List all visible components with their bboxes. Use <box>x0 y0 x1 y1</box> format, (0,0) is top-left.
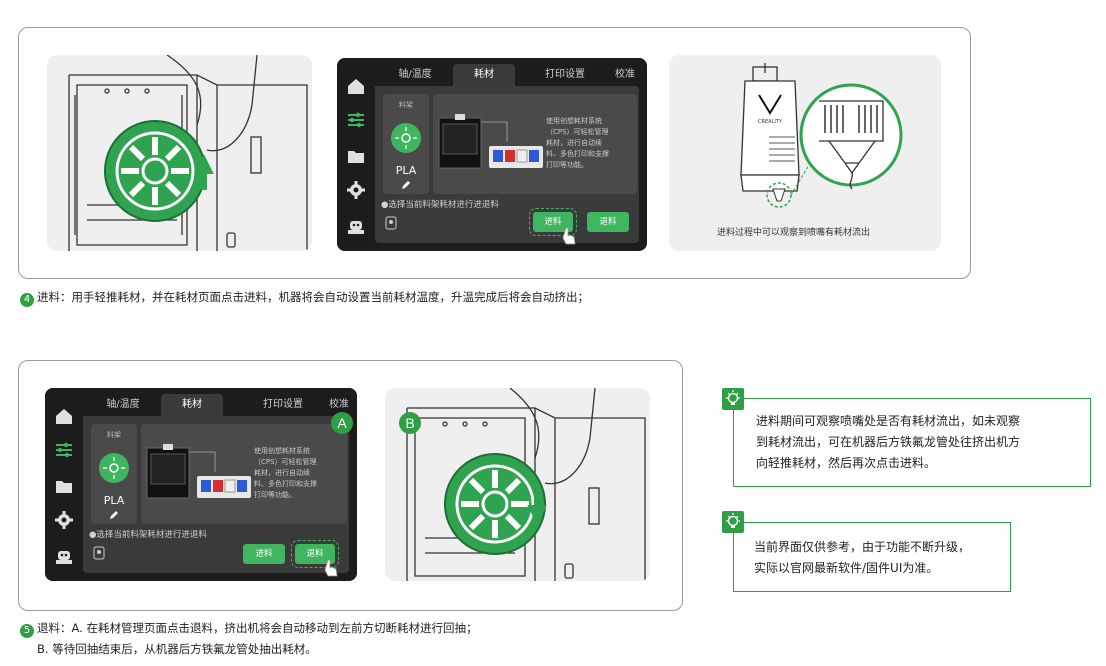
nozzle-illustration: CREALITY 进料过程中可以观察到喷嘴有耗材流出 <box>669 55 941 251</box>
load-button[interactable]: 进料 <box>243 544 285 564</box>
step4-number: 4 <box>20 293 34 307</box>
rack-slot[interactable]: 料架 PLA <box>91 424 137 524</box>
rack-slot[interactable]: 料架 PLA <box>383 94 429 194</box>
tab-axis-temp[interactable]: 轴/温度 <box>398 69 432 80</box>
cps-info-panel: 使用创想耗材系统 （CPS）可轻松管理 耗材，进行自动续 料、多色打印和支撑 打… <box>433 94 637 194</box>
edit-icon[interactable] <box>109 510 119 520</box>
robot-icon[interactable] <box>346 216 366 236</box>
screen-content: 料架 PLA 使用创想耗材系统 （CPS）可轻松管理 耗材，进行自动续 <box>83 416 349 577</box>
spool-icon <box>391 123 421 153</box>
badge-b: B <box>399 412 421 434</box>
tag-icon[interactable] <box>385 216 397 230</box>
sliders-icon[interactable] <box>54 440 74 460</box>
cps-printer-image <box>438 114 543 169</box>
step5-number: 5 <box>20 624 34 638</box>
select-hint: ●选择当前料架耗材进行进退料 <box>381 200 499 210</box>
folder-icon[interactable] <box>54 476 74 496</box>
tap-hand-icon <box>562 227 576 245</box>
cps-printer-image <box>146 444 251 499</box>
printer-pull-filament-drawing <box>406 388 646 581</box>
nozzle-note: 进料过程中可以观察到喷嘴有耗材流出 <box>717 228 871 238</box>
step5-caption-line2: B. 等待回抽结束后，从机器后方铁氟龙管处抽出耗材。 <box>37 642 317 656</box>
cps-text: 使用创想耗材系统 （CPS）可轻松管理 耗材，进行自动续 料、多色打印和支撑 打… <box>254 447 317 499</box>
home-icon[interactable] <box>346 76 366 96</box>
screen-tabs: 轴/温度 耗材 打印设置 校准 <box>375 58 647 88</box>
sliders-icon[interactable] <box>346 110 366 130</box>
tab-filament[interactable]: 耗材 <box>161 394 223 416</box>
lightbulb-icon <box>722 388 744 410</box>
gear-icon[interactable] <box>54 510 74 530</box>
screen-tabs: 轴/温度 耗材 打印设置 校准 <box>83 388 357 418</box>
screen-sidebar <box>45 388 83 581</box>
select-hint: ●选择当前料架耗材进行进退料 <box>89 530 207 540</box>
extruder-drawing: CREALITY <box>740 63 903 208</box>
step5-caption-line1: 退料：A. 在耗材管理页面点击退料，挤出机将会自动移动到左前方切断耗材进行回抽； <box>37 621 478 635</box>
screen-sidebar <box>337 58 375 251</box>
material-type: PLA <box>395 164 417 177</box>
rack-label: 料架 <box>399 101 413 109</box>
tip-box-1: 进料期间可观察喷嘴处是否有耗材流出，如未观察 到耗材流出，可在机器后方铁氟龙管处… <box>733 398 1091 487</box>
folder-icon[interactable] <box>346 146 366 166</box>
screen-content: 料架 PLA 使用创想耗材系统 （CPS）可轻松管理 耗材，进行自动续 <box>375 86 639 245</box>
robot-icon[interactable] <box>54 546 74 566</box>
printer-push-filament-drawing <box>68 55 308 251</box>
tab-calibration[interactable]: 校准 <box>329 399 349 410</box>
tip-1-text: 进料期间可观察喷嘴处是否有耗材流出，如未观察 到耗材流出，可在机器后方铁氟龙管处… <box>756 414 1021 470</box>
tab-print-settings[interactable]: 打印设置 <box>263 399 303 410</box>
tab-print-settings[interactable]: 打印设置 <box>545 69 585 80</box>
tab-filament[interactable]: 耗材 <box>453 64 515 86</box>
tag-icon[interactable] <box>93 546 105 560</box>
printer-screen-unload: 轴/温度 耗材 打印设置 校准 料架 PLA 使用创想耗材系统 <box>45 388 357 581</box>
tab-calibration[interactable]: 校准 <box>615 69 635 80</box>
load-button[interactable]: 进料 <box>529 208 577 236</box>
printer-load-illustration <box>47 55 312 251</box>
rack-label: 料架 <box>107 431 121 439</box>
cps-text: 使用创想耗材系统 （CPS）可轻松管理 耗材，进行自动续 料、多色打印和支撑 打… <box>546 117 609 169</box>
unload-button[interactable]: 退料 <box>291 540 339 568</box>
printer-unload-illustration: B <box>385 388 650 581</box>
tap-hand-icon <box>324 559 338 577</box>
material-type: PLA <box>103 494 125 507</box>
unload-button[interactable]: 退料 <box>587 212 629 232</box>
badge-a: A <box>331 412 353 434</box>
gear-icon[interactable] <box>346 180 366 200</box>
home-icon[interactable] <box>54 406 74 426</box>
cps-info-panel: 使用创想耗材系统 （CPS）可轻松管理 耗材，进行自动续 料、多色打印和支撑 打… <box>141 424 347 524</box>
step4-caption-text: 进料：用手轻推耗材，并在耗材页面点击进料，机器将会自动设置当前耗材温度，升温完成… <box>37 290 589 304</box>
edit-icon[interactable] <box>401 180 411 190</box>
brand-label: CREALITY <box>758 119 783 125</box>
lightbulb-icon <box>722 511 744 533</box>
spool-icon <box>99 453 129 483</box>
tip-2-text: 当前界面仅供参考，由于功能不断升级， 实际以官网最新软件/固件UI为准。 <box>754 540 971 575</box>
tip-box-2: 当前界面仅供参考，由于功能不断升级， 实际以官网最新软件/固件UI为准。 <box>733 522 1011 592</box>
printer-screen-load: 轴/温度 耗材 打印设置 校准 料架 PLA 使用创想耗材系统 <box>337 58 647 251</box>
tab-axis-temp[interactable]: 轴/温度 <box>106 399 140 410</box>
